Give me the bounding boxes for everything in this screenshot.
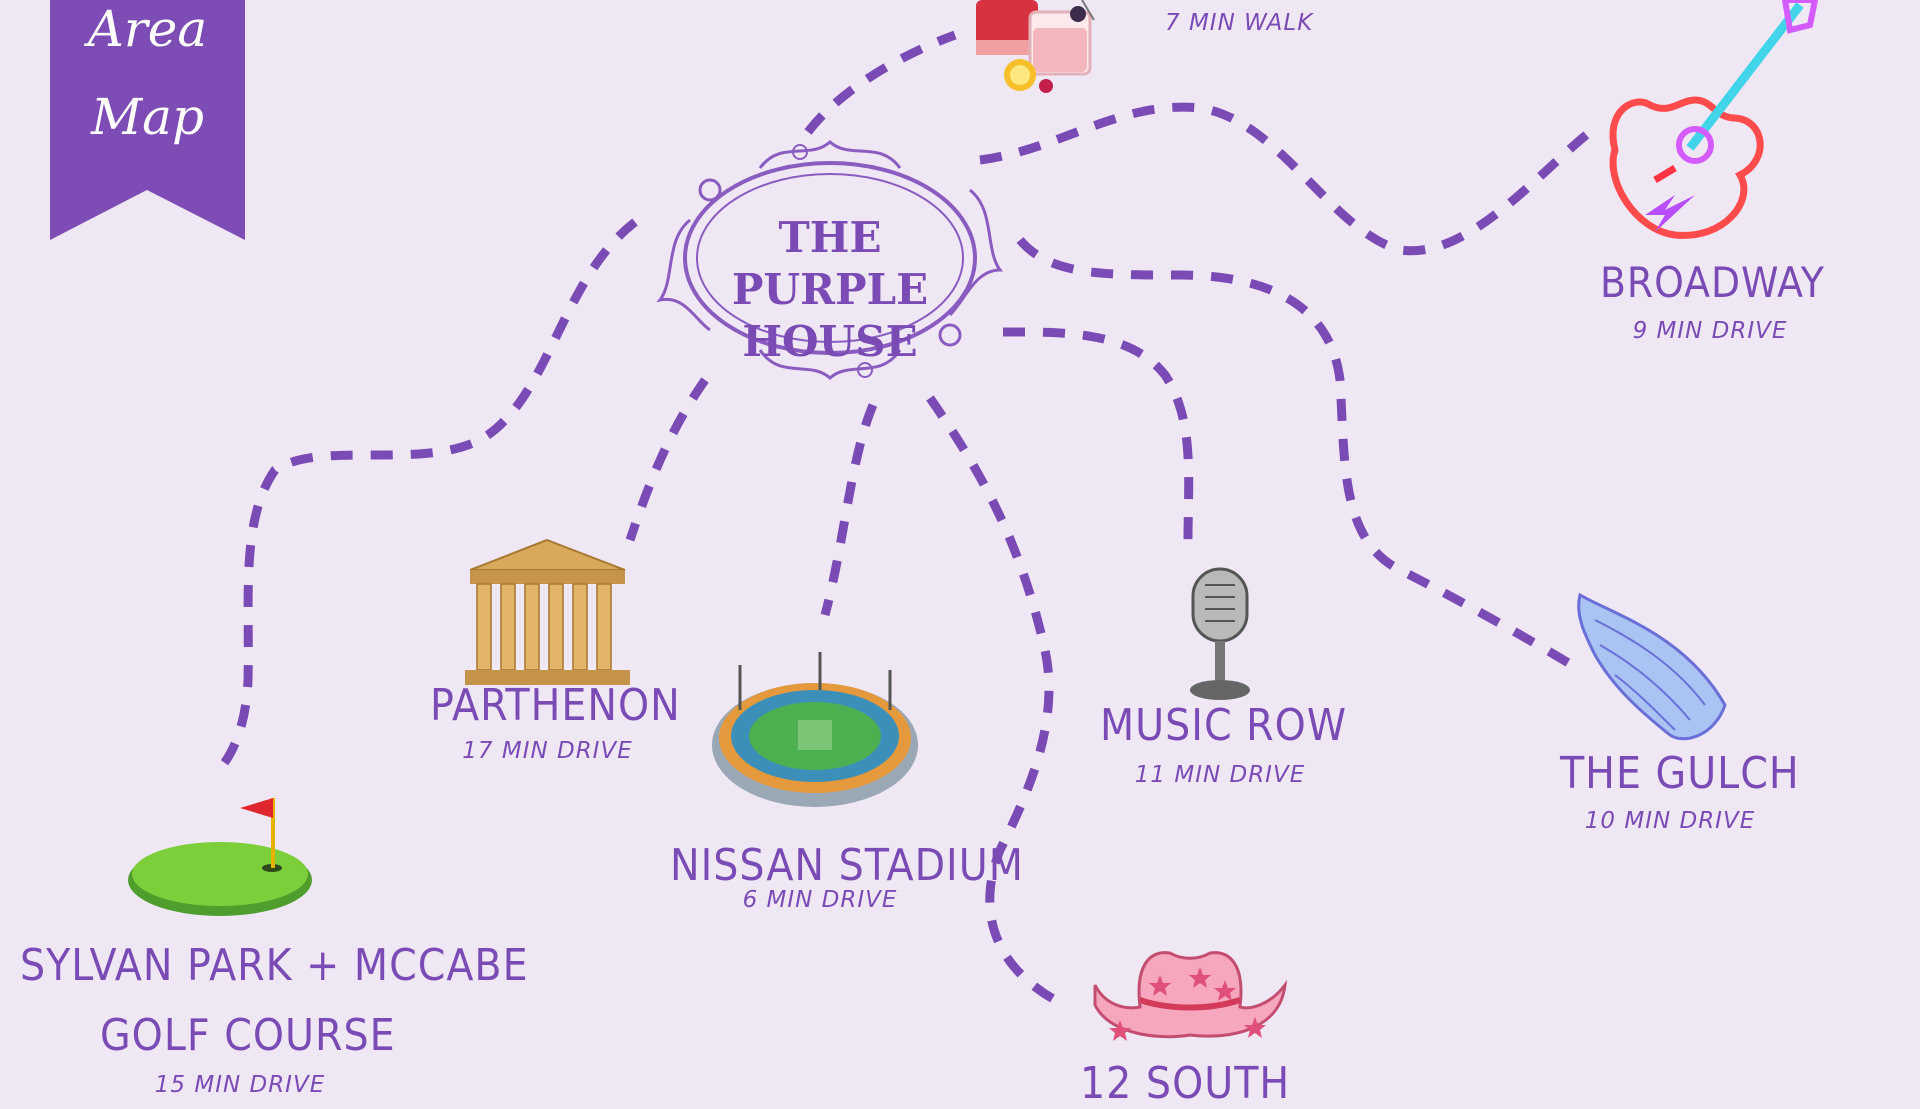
cocktail-icon: [976, 0, 1095, 93]
gulch-name: THE GULCH: [1560, 748, 1800, 799]
route-to-broadway: [979, 102, 1598, 256]
broadway-time: 9 MIN DRIVE: [1632, 318, 1788, 344]
purple-house-frame: [656, 139, 1003, 381]
purple-house-name: THE PURPLE HOUSE: [690, 212, 970, 368]
area-map-banner: Area Map: [50, 0, 245, 240]
banner-title-line1: Area: [87, 0, 208, 58]
broadway-name: BROADWAY: [1600, 258, 1825, 307]
route-to-12south: [926, 395, 1058, 1004]
parthenon-time: 17 MIN DRIVE: [462, 738, 633, 764]
parthenon-name: PARTHENON: [430, 680, 681, 731]
purple-house-line2: HOUSE: [742, 317, 918, 366]
parthenon-icon: [465, 538, 630, 685]
route-to-gulch: [1016, 236, 1575, 669]
sylvan-name-line2: GOLF COURSE: [100, 1010, 396, 1061]
route-to-sylvan: [210, 218, 638, 779]
gulch-time: 10 MIN DRIVE: [1584, 808, 1756, 834]
wings-icon: [1577, 592, 1727, 741]
purple-house-line1: THE PURPLE: [731, 213, 929, 314]
stadium-icon: [712, 652, 918, 807]
banner-title-line2: Map: [90, 88, 204, 146]
nissan-name: NISSAN STADIUM: [670, 840, 1024, 891]
route-to-music-row: [1002, 327, 1194, 541]
route-to-nissan: [820, 403, 878, 617]
route-to-drinks: [804, 30, 957, 135]
neon-guitar-icon: [1609, 0, 1819, 239]
music-row-name: MUSIC ROW: [1100, 700, 1347, 751]
music-row-time: 11 MIN DRIVE: [1134, 762, 1306, 788]
nissan-time: 6 MIN DRIVE: [742, 887, 898, 913]
area-map: Area Map 7 MIN WALK BROADWAY 9 MIN DRIVE: [20, 0, 1825, 1109]
microphone-icon: [1190, 567, 1250, 700]
route-lines: [210, 30, 1598, 1004]
twelve-south-name: 12 SOUTH: [1080, 1058, 1291, 1109]
sylvan-name-line1: SYLVAN PARK + MCCABE: [20, 940, 529, 991]
sylvan-time: 15 MIN DRIVE: [154, 1072, 326, 1098]
route-to-parthenon: [625, 377, 709, 542]
cowboy-hat-icon: [1093, 951, 1288, 1041]
drinks-time: 7 MIN WALK: [1165, 10, 1314, 36]
golf-green-icon: [128, 798, 312, 916]
